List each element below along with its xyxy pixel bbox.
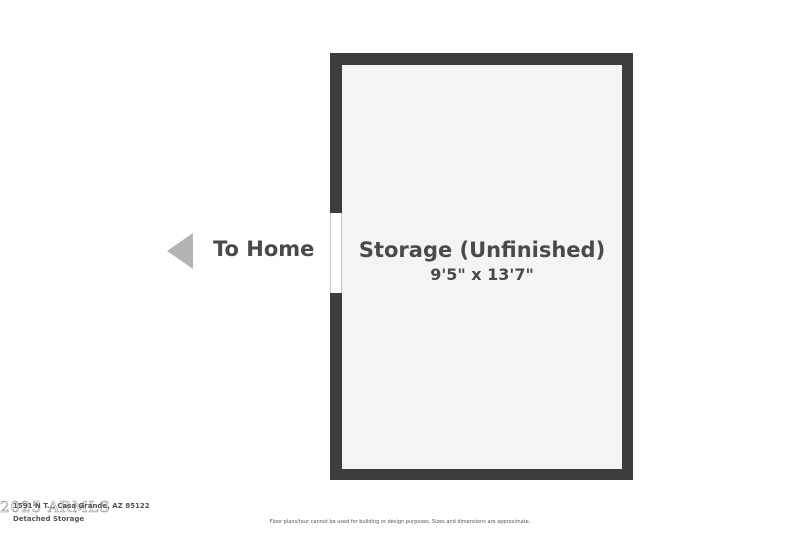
- disclaimer: Floor plans/tour cannot be used for buil…: [269, 519, 531, 525]
- room-name: Storage (Unfinished): [358, 238, 606, 262]
- door-opening: [330, 213, 342, 293]
- property-address: 1591 N T... Casa Grande, AZ 85122: [13, 502, 150, 510]
- to-home-label: To Home: [213, 237, 315, 261]
- watermark: 2025 ARMLS: [0, 498, 111, 517]
- storage-room-floor: [342, 65, 622, 469]
- room-label: Storage (Unfinished) 9'5" x 13'7": [342, 236, 622, 286]
- arrow-left-icon: [167, 233, 193, 269]
- plan-subtitle: Detached Storage: [13, 515, 85, 523]
- storage-room-walls: [330, 53, 633, 480]
- room-dimensions: 9'5" x 13'7": [430, 265, 534, 284]
